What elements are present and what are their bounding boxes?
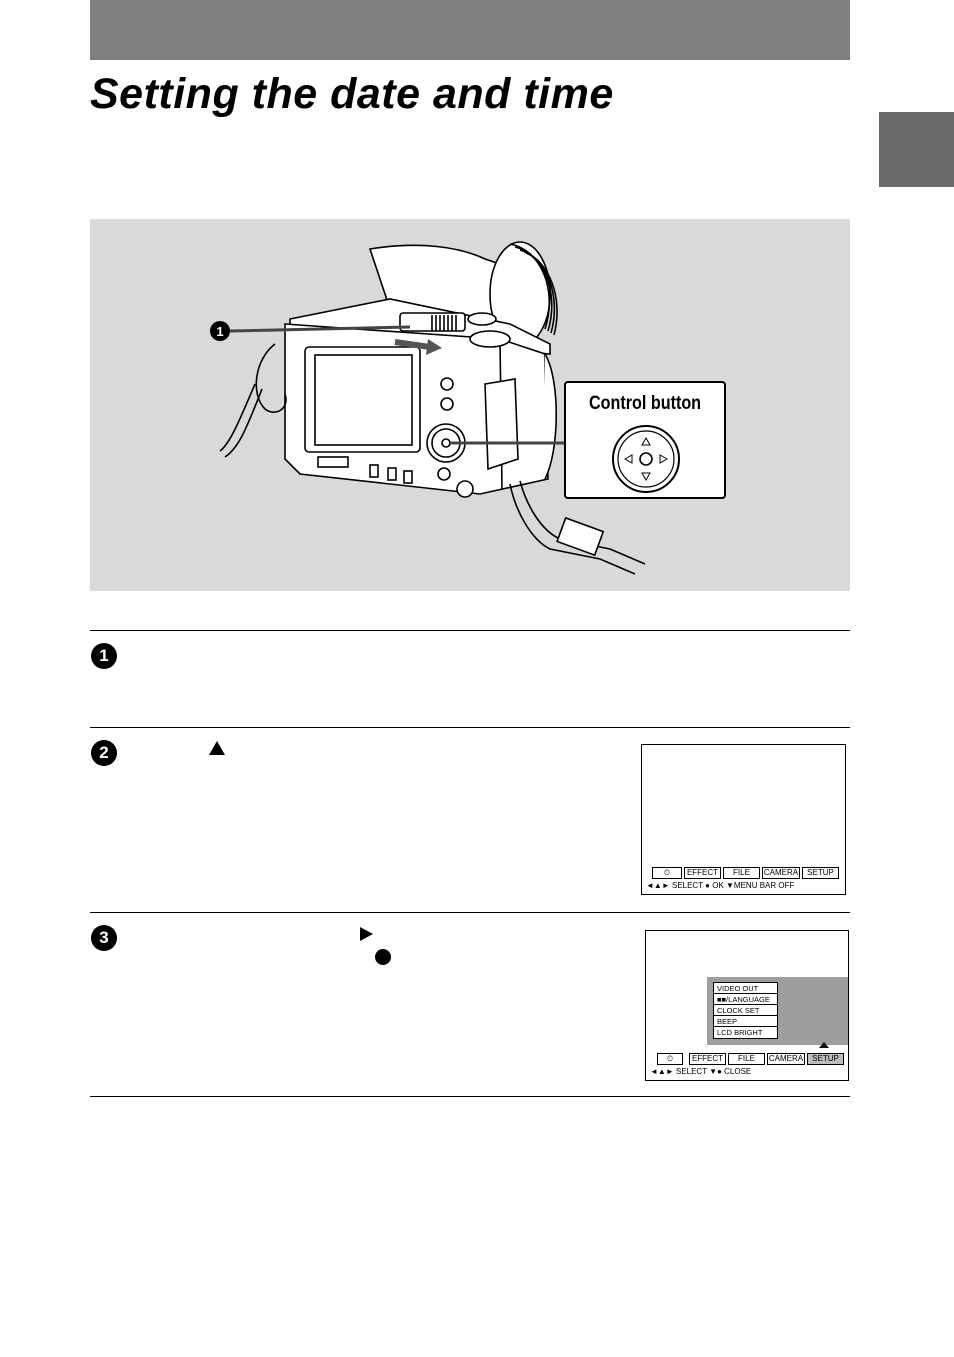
page-title: Setting the date and time (90, 70, 614, 118)
submenu-clock-set[interactable]: CLOCK SET (714, 1005, 777, 1016)
lcd-screen-setup-menu: VIDEO OUT ■■/LANGUAGE CLOCK SET BEEP LCD… (645, 930, 849, 1081)
self-timer-icon[interactable]: ⏲ (652, 867, 682, 879)
submenu-video-out[interactable]: VIDEO OUT (714, 983, 777, 994)
marker-1-label: 1 (216, 324, 223, 339)
submenu-lcd-bright[interactable]: LCD BRIGHT (717, 1028, 763, 1037)
section-tab (879, 112, 954, 187)
control-button-icon (612, 425, 680, 493)
marker-1-circle (210, 321, 230, 341)
setup-submenu-list: VIDEO OUT ■■/LANGUAGE CLOCK SET BEEP LCD… (713, 982, 778, 1039)
header-bar (90, 0, 850, 60)
menu-setup[interactable]: SETUP (802, 867, 839, 879)
step-3-number: 3 (91, 925, 117, 951)
menu-bar: ⏲ EFFECT FILE CAMERA SETUP (657, 1053, 844, 1065)
menu-effect[interactable]: EFFECT (689, 1053, 726, 1065)
screen-status-line: ◄▲► SELECT ● OK ▼MENU BAR OFF (646, 881, 795, 890)
step-divider (90, 727, 850, 728)
right-triangle-icon (360, 927, 373, 941)
menu-camera[interactable]: CAMERA (762, 867, 800, 879)
menu-bar: ⏲ EFFECT FILE CAMERA SETUP (652, 867, 839, 879)
camera-illustration: 1 (210, 241, 646, 575)
control-button-label: Control button (588, 393, 702, 414)
menu-effect[interactable]: EFFECT (684, 867, 721, 879)
step-divider (90, 630, 850, 631)
step-divider (90, 1096, 850, 1097)
step-divider (90, 912, 850, 913)
menu-file[interactable]: FILE (723, 867, 760, 879)
menu-camera[interactable]: CAMERA (767, 1053, 805, 1065)
submenu-language[interactable]: ■■/LANGUAGE (714, 994, 777, 1005)
submenu-pointer-icon (819, 1042, 829, 1048)
lcd-screen-menu-bar: ⏲ EFFECT FILE CAMERA SETUP ◄▲► SELECT ● … (641, 744, 846, 895)
up-triangle-icon (209, 741, 225, 755)
menu-setup-active[interactable]: SETUP (807, 1053, 844, 1065)
step-1-number: 1 (91, 643, 117, 669)
screen-status-line: ◄▲► SELECT ▼● CLOSE (650, 1067, 752, 1076)
self-timer-icon[interactable]: ⏲ (657, 1053, 683, 1065)
camera-figure: 1 Control button (90, 219, 850, 591)
control-button-callout: Control button (564, 381, 726, 499)
step-2-number: 2 (91, 740, 117, 766)
submenu-beep[interactable]: BEEP (714, 1016, 777, 1027)
menu-file[interactable]: FILE (728, 1053, 765, 1065)
center-dot-icon (375, 949, 391, 965)
